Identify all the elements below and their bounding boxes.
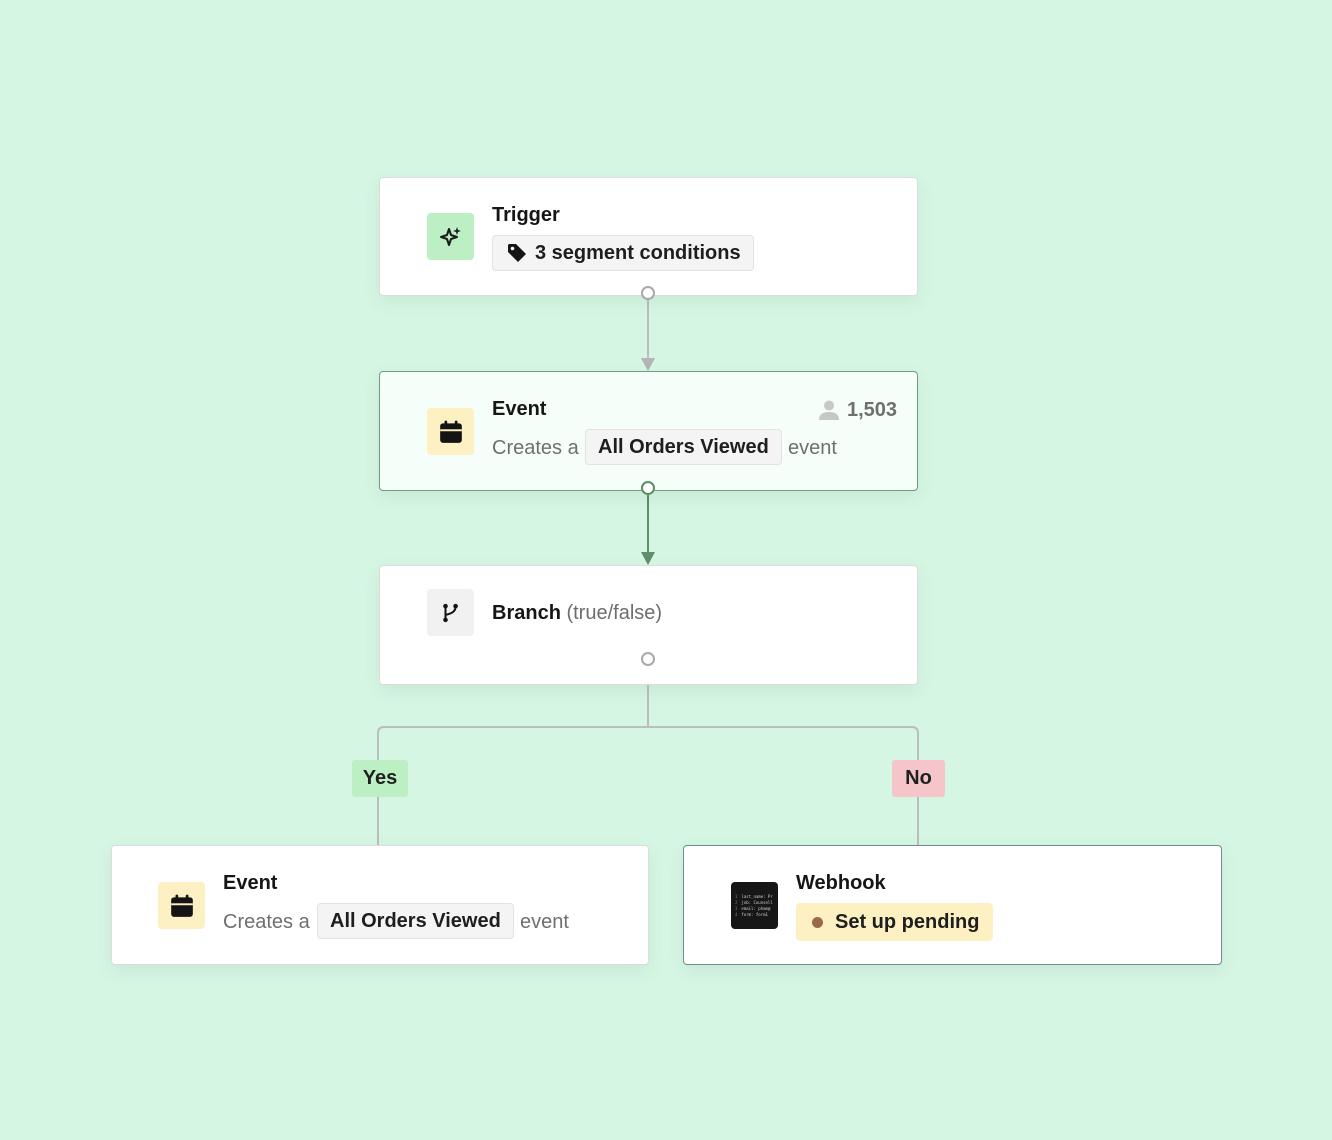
event-top-suffix: event <box>788 437 837 459</box>
branch-title-text: Branch <box>492 602 561 624</box>
trigger-title: Trigger <box>492 204 560 226</box>
branch-subtitle: (true/false) <box>566 602 663 624</box>
audience-count: 1,503 <box>817 398 897 422</box>
event-bottom-title: Event <box>223 872 278 894</box>
no-path-label[interactable]: No <box>892 760 945 797</box>
event-top-output-port[interactable] <box>641 481 655 495</box>
event-node-bottom[interactable]: Event Creates a All Orders Viewed event <box>111 845 649 965</box>
status-dot <box>812 916 823 928</box>
audience-count-value: 1,503 <box>847 398 898 421</box>
code-line-1: last_name: Pr <box>741 893 773 899</box>
user-icon <box>817 398 841 422</box>
branch-node[interactable]: Branch (true/false) <box>379 565 918 685</box>
code-line-2: job: Counsell <box>741 899 773 905</box>
segment-conditions-label: 3 segment conditions <box>535 241 741 264</box>
webhook-title: Webhook <box>796 872 886 894</box>
branch-title: Branch (true/false) <box>492 602 662 625</box>
branch-output-port[interactable] <box>641 652 655 666</box>
event-bottom-suffix: event <box>520 911 569 933</box>
event-bottom-chip[interactable]: All Orders Viewed <box>317 903 514 939</box>
segment-conditions-chip[interactable]: 3 segment conditions <box>492 235 754 271</box>
event-node-top[interactable]: Event 1,503 Creates a All Orders Viewed … <box>379 371 918 491</box>
setup-pending-label: Set up pending <box>835 910 980 933</box>
trigger-node[interactable]: Trigger 3 segment conditions <box>379 177 918 296</box>
connector-branch-split <box>377 666 919 845</box>
sparkles-icon <box>427 213 474 260</box>
calendar-icon <box>427 408 474 455</box>
code-line-3: email: pham@ <box>741 905 771 911</box>
connector-event-branch <box>641 495 655 565</box>
event-top-title: Event <box>492 398 547 420</box>
code-line-4: form: form1 <box>741 911 768 917</box>
event-top-chip[interactable]: All Orders Viewed <box>585 429 782 465</box>
setup-pending-badge[interactable]: Set up pending <box>796 903 994 941</box>
trigger-output-port[interactable] <box>641 286 655 300</box>
connector-trigger-event <box>641 300 655 371</box>
event-bottom-prefix: Creates a <box>223 911 310 933</box>
branch-icon <box>427 589 474 636</box>
tag-icon <box>505 241 529 265</box>
calendar-icon <box>158 882 205 929</box>
yes-path-label[interactable]: Yes <box>352 760 408 797</box>
event-top-prefix: Creates a <box>492 437 579 459</box>
